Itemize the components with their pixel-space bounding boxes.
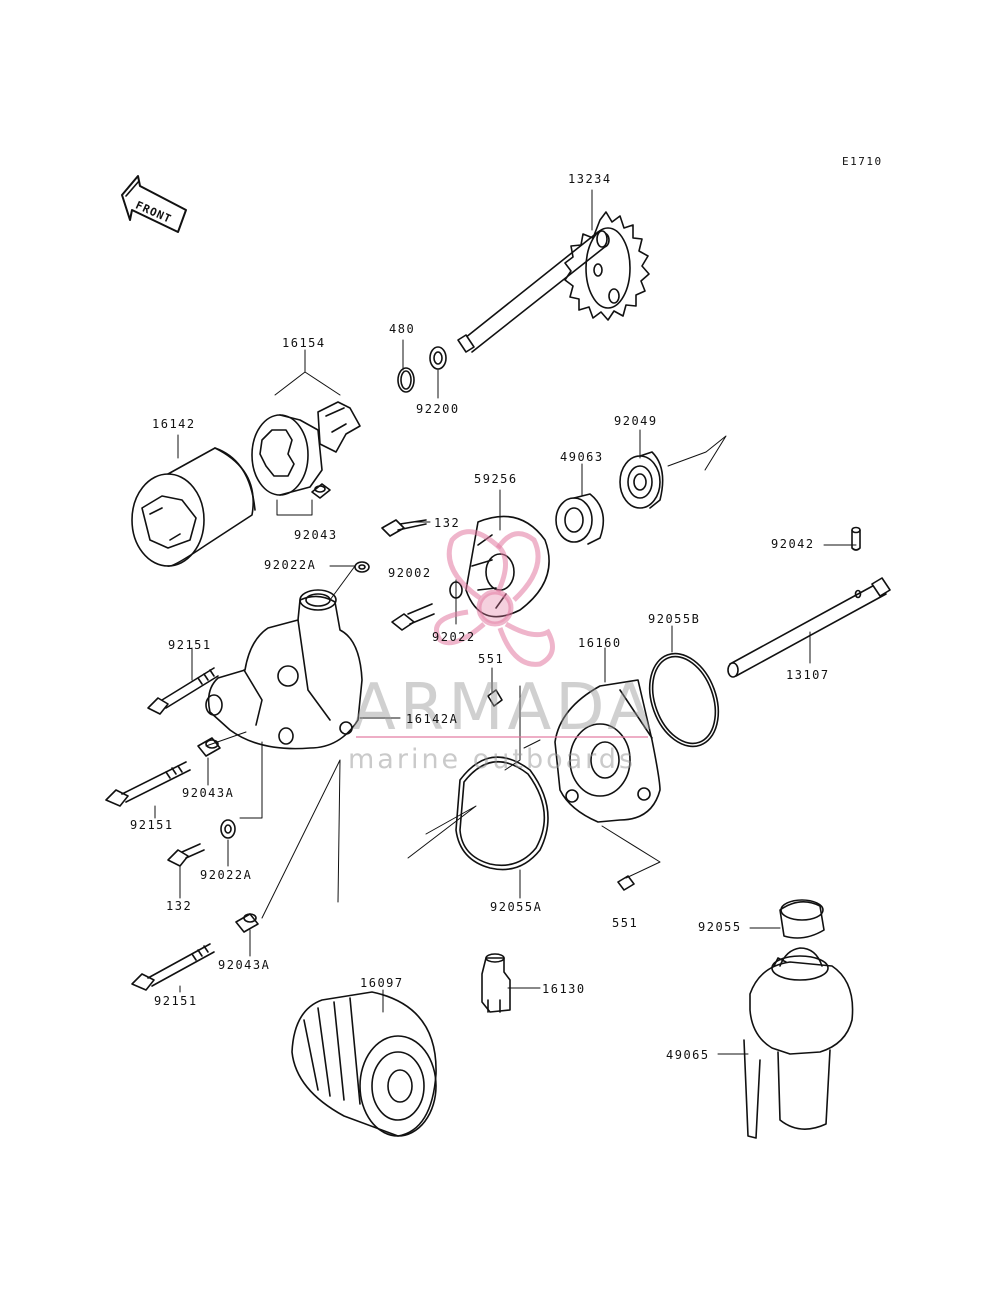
part-label-551-bottom: 551 xyxy=(612,916,639,930)
outer-rotor-16142 xyxy=(131,447,256,567)
part-label-92022a-bottom: 92022A xyxy=(200,868,253,882)
front-arrow-icon xyxy=(121,175,187,233)
part-label-13107: 13107 xyxy=(786,668,830,682)
bolt-92002 xyxy=(391,603,435,631)
diagram-code: E1710 xyxy=(842,155,883,168)
bolt-132-top xyxy=(381,519,427,537)
part-label-92151-mid: 92151 xyxy=(130,818,174,832)
bearing-92049 xyxy=(619,451,664,509)
pin-92042 xyxy=(851,526,861,551)
part-label-16130: 16130 xyxy=(542,982,586,996)
cap-92055 xyxy=(779,899,825,939)
part-label-13234: 13234 xyxy=(568,172,612,186)
dowel-pin-551-bottom xyxy=(617,875,635,891)
bolt-92151-top xyxy=(147,667,219,715)
part-label-49063: 49063 xyxy=(560,450,604,464)
bolt-132-bottom xyxy=(167,843,205,867)
part-label-59256: 59256 xyxy=(474,472,518,486)
part-label-92022: 92022 xyxy=(432,630,476,644)
part-label-551-top: 551 xyxy=(478,652,505,666)
washer-92022a-bottom xyxy=(220,819,236,839)
part-label-92043a-bottom: 92043A xyxy=(218,958,271,972)
relief-valve-16130 xyxy=(481,953,511,1013)
pin-92043a-top xyxy=(197,737,221,757)
part-label-92043: 92043 xyxy=(294,528,338,542)
watermark-subtitle: marine outboards xyxy=(348,744,637,775)
part-label-92151-bottom: 92151 xyxy=(154,994,198,1008)
oil-strainer-49065 xyxy=(743,947,854,1139)
dowel-pin-551-top xyxy=(487,689,503,707)
part-label-92200: 92200 xyxy=(416,402,460,416)
bolt-92151-mid xyxy=(105,761,191,807)
part-label-92055: 92055 xyxy=(698,920,742,934)
leader-lines xyxy=(154,189,857,1055)
pin-92043a-bottom xyxy=(235,913,259,933)
part-label-92002: 92002 xyxy=(388,566,432,580)
o-ring-92055a xyxy=(455,756,549,871)
part-label-49065: 49065 xyxy=(666,1048,710,1062)
pump-cover-16160 xyxy=(554,679,661,823)
part-label-92043a-top: 92043A xyxy=(182,786,235,800)
oil-filter-16097 xyxy=(291,991,437,1137)
armada-logo-icon xyxy=(434,529,555,667)
part-label-92055b: 92055B xyxy=(648,612,701,626)
o-ring-92055b xyxy=(648,652,720,748)
circlip-480 xyxy=(397,367,415,393)
part-label-92022a-top: 92022A xyxy=(264,558,317,572)
part-label-16142a: 16142A xyxy=(406,712,459,726)
part-label-480: 480 xyxy=(389,322,416,336)
part-label-16142: 16142 xyxy=(152,417,196,431)
pin-92043 xyxy=(311,483,331,499)
pump-shaft-13107 xyxy=(727,577,891,678)
part-label-92151-top: 92151 xyxy=(168,638,212,652)
part-label-92055a: 92055A xyxy=(490,900,543,914)
part-label-92049: 92049 xyxy=(614,414,658,428)
part-label-16154: 16154 xyxy=(282,336,326,350)
part-label-16160: 16160 xyxy=(578,636,622,650)
mechanical-seal-49063 xyxy=(555,493,605,545)
inner-rotor-16154 xyxy=(251,401,361,496)
watermark-title: ARMADA xyxy=(352,671,656,745)
part-label-16097: 16097 xyxy=(360,976,404,990)
oil-pump-sprocket-shaft xyxy=(457,211,650,353)
part-label-132-top: 132 xyxy=(434,516,461,530)
washer-92022a-top xyxy=(354,561,370,573)
part-label-132-bottom: 132 xyxy=(166,899,193,913)
washer-92200 xyxy=(429,346,447,370)
bolt-92151-bottom xyxy=(131,943,215,991)
pump-housing-16142a xyxy=(205,589,363,750)
part-label-92042: 92042 xyxy=(771,537,815,551)
